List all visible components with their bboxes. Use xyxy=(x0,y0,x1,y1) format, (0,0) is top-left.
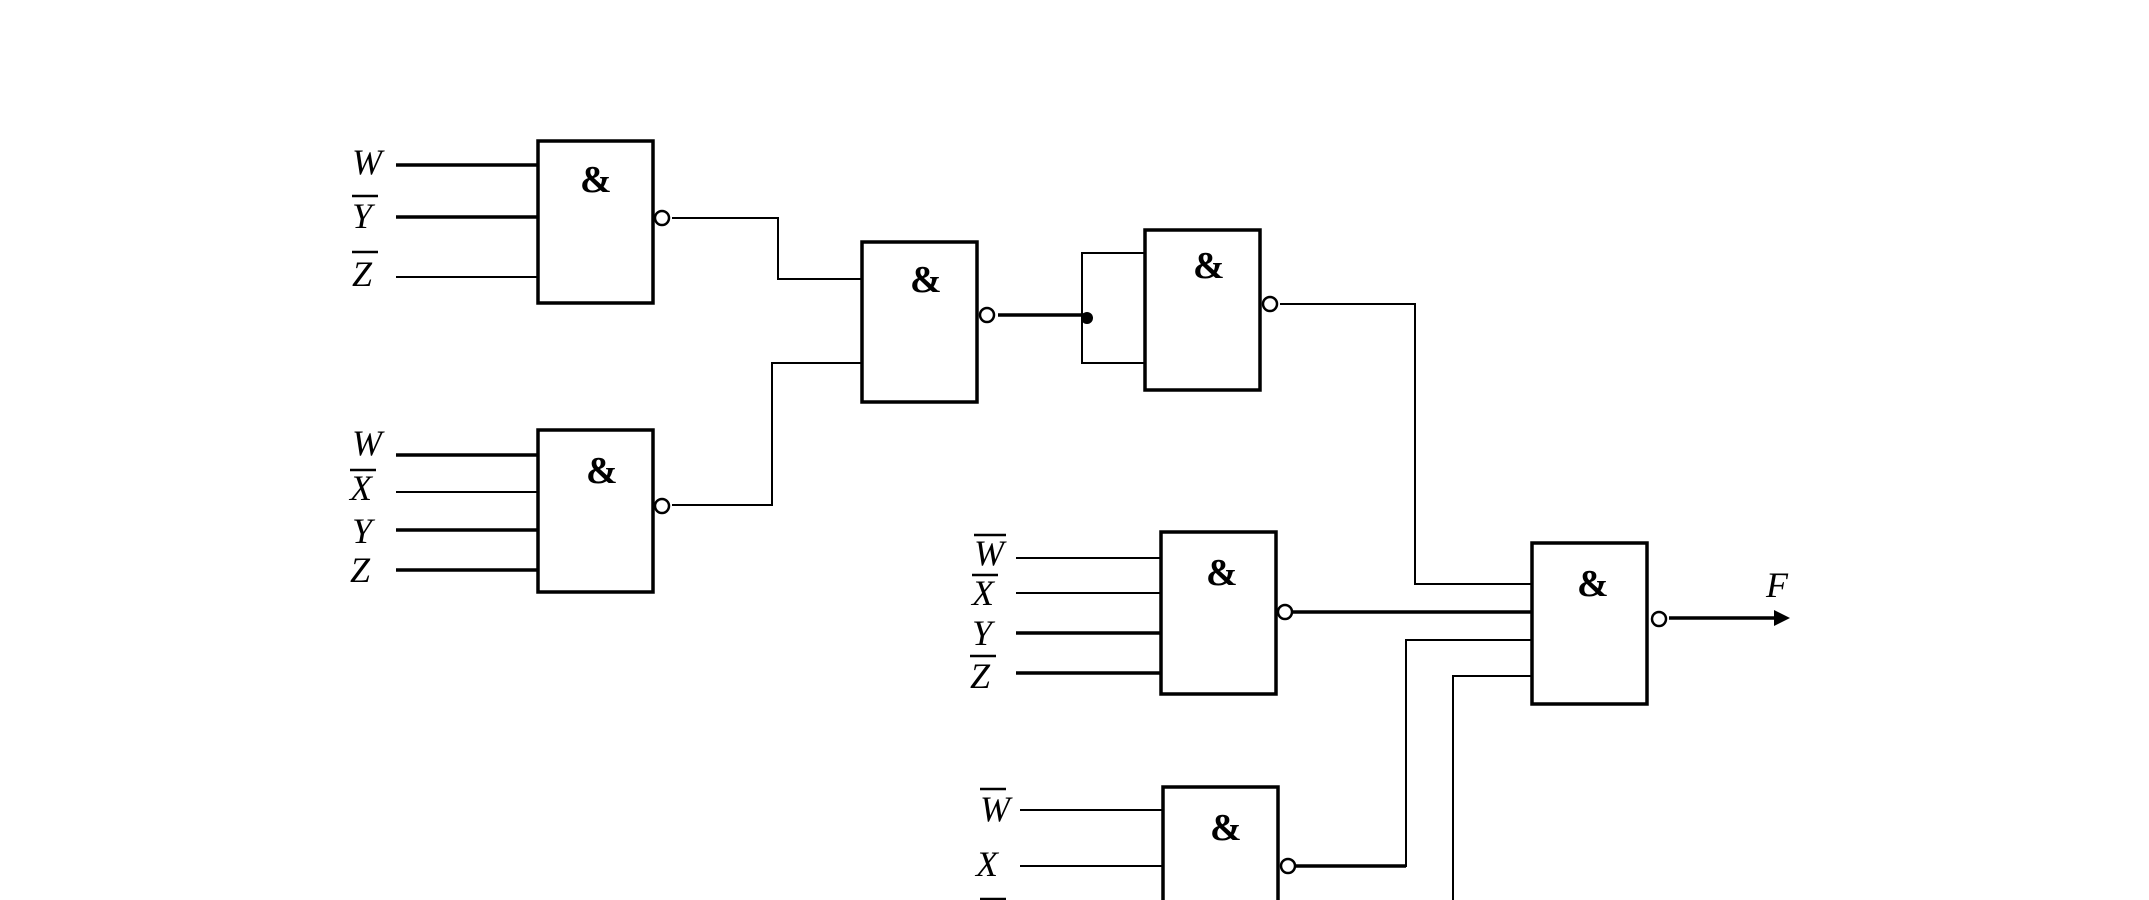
svg-text:X: X xyxy=(348,468,374,508)
input-label: Z xyxy=(352,250,378,294)
inversion-bubble xyxy=(653,497,671,515)
input-label: W xyxy=(974,533,1007,573)
gate-symbol: & xyxy=(1206,552,1238,594)
gate-g2: & W X Y Z xyxy=(348,423,671,594)
input-label: X xyxy=(974,844,1000,884)
gate-symbol: & xyxy=(580,159,612,201)
svg-text:Z: Z xyxy=(350,550,371,590)
inversion-bubble xyxy=(1650,610,1668,628)
input-label: Z xyxy=(350,550,371,590)
input-label: Y xyxy=(352,511,376,551)
wire-g4-to-g7 xyxy=(1280,303,1532,585)
wire-g7-input4 xyxy=(1452,675,1532,900)
svg-text:W: W xyxy=(974,533,1007,573)
input-label: Y xyxy=(972,613,996,653)
svg-text:W: W xyxy=(352,142,385,182)
svg-text:Z: Z xyxy=(352,254,373,294)
svg-text:Y: Y xyxy=(352,196,376,236)
input-label: W xyxy=(352,423,385,463)
inversion-bubble xyxy=(1261,295,1279,313)
gate-symbol: & xyxy=(910,259,942,301)
gate-symbol: & xyxy=(586,450,618,492)
inversion-bubble xyxy=(1279,857,1297,875)
svg-text:W: W xyxy=(980,789,1013,829)
gate-g6: & W X xyxy=(974,785,1297,900)
wire-junction-to-g4-in1 xyxy=(1081,252,1145,364)
input-label: Z xyxy=(970,654,996,696)
inversion-bubble xyxy=(653,209,671,227)
input-label: X xyxy=(348,468,376,508)
input-label: X xyxy=(970,573,998,613)
svg-text:Y: Y xyxy=(972,613,996,653)
inversion-bubble xyxy=(978,306,996,324)
inversion-bubble xyxy=(1276,603,1294,621)
gate-symbol: & xyxy=(1210,807,1242,849)
junction-dot xyxy=(1081,312,1093,324)
svg-text:X: X xyxy=(970,573,996,613)
gate-g3: & xyxy=(860,240,996,404)
wire-g2-to-g3 xyxy=(672,362,862,506)
svg-text:W: W xyxy=(352,423,385,463)
output-arrow-icon xyxy=(1774,610,1790,626)
output-label: F xyxy=(1765,565,1789,605)
input-label: Y xyxy=(352,194,378,236)
gate-g1: & W Y Z xyxy=(352,139,671,305)
gate-g7: & xyxy=(1530,541,1668,706)
gate-g4: & xyxy=(1143,228,1279,392)
gate-symbol: & xyxy=(1577,563,1609,605)
svg-text:X: X xyxy=(974,844,1000,884)
svg-text:Y: Y xyxy=(352,511,376,551)
gate-g5: & W X Y Z xyxy=(970,530,1294,696)
gate-symbol: & xyxy=(1193,245,1225,287)
input-label: W xyxy=(352,142,385,182)
wire-g1-to-g3 xyxy=(672,217,862,280)
wire-g6-to-g7 xyxy=(1295,639,1532,867)
svg-text:Z: Z xyxy=(970,656,991,696)
input-label: W xyxy=(980,787,1013,829)
